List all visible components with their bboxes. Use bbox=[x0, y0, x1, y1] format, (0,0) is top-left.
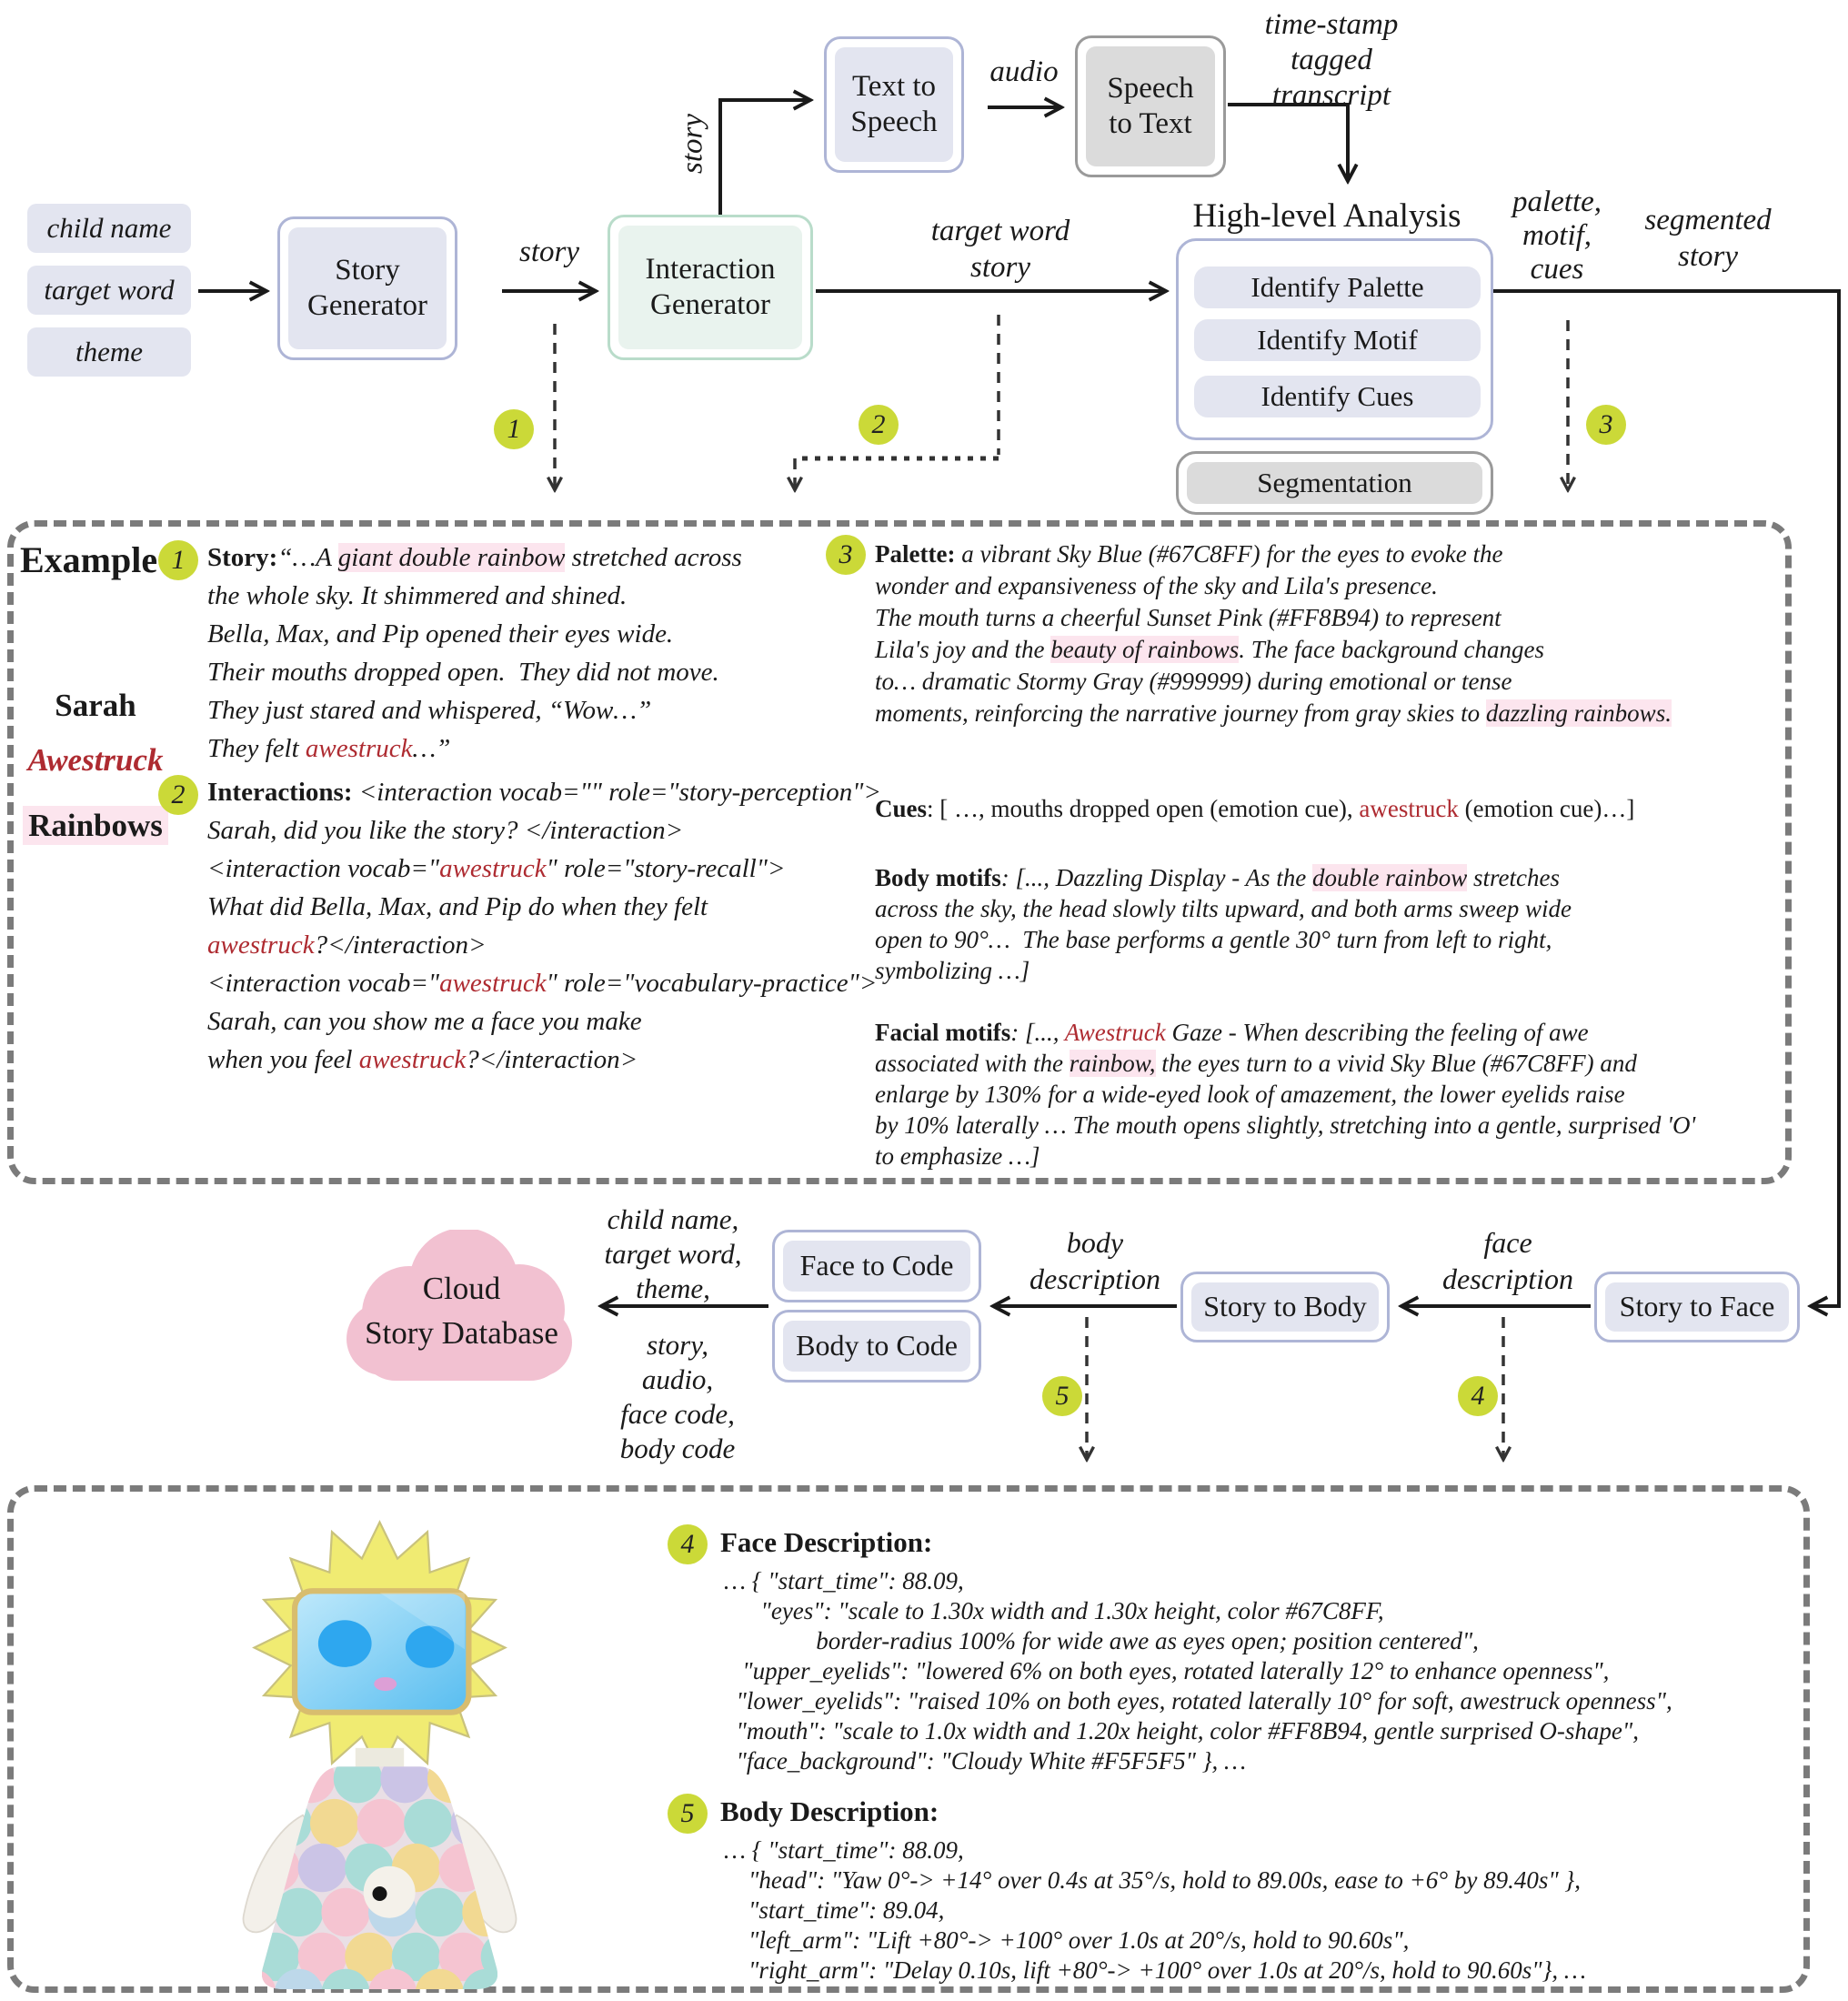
input-target-word-label: target word bbox=[44, 274, 175, 306]
face-description-text: … { "start_time": 88.09, "eyes": "scale … bbox=[724, 1567, 1672, 1775]
example-circle-5-num: 5 bbox=[680, 1798, 695, 1828]
high-level-analysis-title: High-level Analysis bbox=[1192, 197, 1461, 235]
example-title: Example bbox=[20, 539, 158, 580]
node-story-to-face: Story to Face bbox=[1594, 1272, 1800, 1342]
input-theme-label: theme bbox=[75, 336, 144, 367]
node-speech-to-text: Speech to Text bbox=[1075, 35, 1226, 177]
body-description-text: … { "start_time": 88.09, "head": "Yaw 0°… bbox=[724, 1836, 1586, 1984]
node-story-to-body: Story to Body bbox=[1180, 1272, 1390, 1342]
step-circle-3: 3 bbox=[1586, 405, 1626, 445]
robot-photo bbox=[242, 1520, 517, 1989]
body-motifs-text: Body motifs: [..., Dazzling Display - As… bbox=[875, 864, 1572, 984]
node-story-to-body-label: Story to Body bbox=[1191, 1282, 1379, 1332]
node-face-to-code: Face to Code bbox=[772, 1230, 981, 1302]
step-circle-3-num: 3 bbox=[1599, 409, 1613, 439]
step-circle-4: 4 bbox=[1458, 1376, 1498, 1416]
example-circle-4: 4 bbox=[668, 1524, 708, 1564]
example-circle-4-num: 4 bbox=[680, 1529, 695, 1559]
robot-camera-dot bbox=[372, 1885, 387, 1902]
edge-label-body-description: body description bbox=[1029, 1226, 1160, 1295]
example-circle-3-num: 3 bbox=[839, 539, 853, 569]
edge-label-palette-motif-cues: palette, motif, cues bbox=[1512, 186, 1602, 286]
story-text: Story:“…A giant double rainbow stretched… bbox=[207, 543, 742, 763]
palette-text: Palette: a vibrant Sky Blue (#67C8FF) fo… bbox=[875, 540, 1672, 727]
node-text-to-speech-label: Text to Speech bbox=[835, 47, 953, 162]
robot-pompoms bbox=[261, 1766, 498, 1989]
edge-label-cloud-outputs: story, audio, face code, body code bbox=[619, 1329, 736, 1464]
body-description-title: Body Description: bbox=[720, 1795, 939, 1827]
node-story-to-face-label: Story to Face bbox=[1605, 1282, 1789, 1332]
robot-mouth bbox=[374, 1676, 397, 1692]
edge-label-face-description: face description bbox=[1442, 1226, 1573, 1295]
arrow-story-to-tts bbox=[718, 100, 809, 215]
example-box-1 bbox=[7, 520, 1792, 1184]
example-circle-3: 3 bbox=[826, 535, 866, 575]
edge-label-target-word-story: target word story bbox=[930, 215, 1070, 284]
example-circle-2-num: 2 bbox=[171, 779, 186, 809]
cloud-icon bbox=[346, 1230, 572, 1381]
cues-text: Cues: [ …, mouths dropped open (emotion … bbox=[875, 795, 1635, 822]
node-interaction-generator-label: Interaction Generator bbox=[618, 226, 802, 349]
vocab-theme-label: Rainbows bbox=[23, 806, 168, 845]
vocab-child-name: Sarah bbox=[27, 688, 164, 724]
edge-label-cloud-inputs: child name, target word, theme, bbox=[604, 1203, 742, 1304]
step-circle-2: 2 bbox=[859, 405, 899, 445]
node-text-to-speech: Text to Speech bbox=[824, 36, 964, 173]
edge-label-segmented-story: segmented story bbox=[1644, 204, 1772, 273]
vocab-child-name-label: Sarah bbox=[55, 688, 136, 723]
robot-screen-glare bbox=[379, 1592, 465, 1650]
input-child-name-label: child name bbox=[46, 212, 172, 244]
node-segmentation-label: Segmentation bbox=[1187, 462, 1482, 504]
vocab-theme: Rainbows bbox=[15, 806, 176, 845]
vocab-target-word: Awestruck bbox=[9, 742, 182, 779]
face-description-title: Face Description: bbox=[720, 1526, 933, 1558]
input-theme: theme bbox=[27, 327, 191, 377]
facial-motifs-text: Facial motifs: [..., Awestruck Gaze - Wh… bbox=[875, 1019, 1696, 1170]
node-body-to-code-label: Body to Code bbox=[783, 1321, 970, 1372]
node-segmentation: Segmentation bbox=[1176, 451, 1493, 515]
step-circle-2-num: 2 bbox=[871, 409, 886, 439]
node-identify-cues: Identify Cues bbox=[1194, 376, 1481, 417]
high-level-analysis-box: Identify Palette Identify Motif Identify… bbox=[1176, 238, 1493, 440]
node-story-generator: Story Generator bbox=[277, 216, 457, 360]
robot-eye-right bbox=[405, 1625, 455, 1668]
node-speech-to-text-label: Speech to Text bbox=[1086, 46, 1215, 166]
input-target-word: target word bbox=[27, 266, 191, 315]
node-body-to-code: Body to Code bbox=[772, 1310, 981, 1383]
node-story-generator-label: Story Generator bbox=[288, 227, 447, 349]
edge-label-audio: audio bbox=[989, 55, 1059, 88]
input-child-name: child name bbox=[27, 204, 191, 253]
step-circle-1-num: 1 bbox=[507, 414, 521, 444]
node-cloud-story-database-label: Cloud Story Database bbox=[365, 1271, 558, 1351]
node-face-to-code-label: Face to Code bbox=[783, 1241, 970, 1292]
node-identify-motif: Identify Motif bbox=[1194, 319, 1481, 361]
robot-eye-left bbox=[317, 1620, 372, 1667]
step-circle-4-num: 4 bbox=[1471, 1381, 1485, 1411]
example-circle-1: 1 bbox=[158, 540, 198, 580]
step-circle-5-num: 5 bbox=[1055, 1381, 1070, 1411]
node-identify-palette: Identify Palette bbox=[1194, 266, 1481, 308]
edge-label-transcript: time-stamp tagged transcript bbox=[1264, 8, 1399, 112]
step-circle-1: 1 bbox=[494, 409, 534, 449]
edge-label-story-vertical: story bbox=[676, 114, 709, 174]
example-circle-2: 2 bbox=[158, 775, 198, 815]
arrow-transcript bbox=[1228, 103, 1348, 180]
edge-label-story: story bbox=[519, 236, 579, 268]
interactions-text: Interactions: <interaction vocab="" role… bbox=[207, 778, 881, 1074]
node-interaction-generator: Interaction Generator bbox=[608, 215, 813, 360]
vocab-target-word-label: Awestruck bbox=[27, 742, 164, 778]
example-circle-5: 5 bbox=[668, 1794, 708, 1834]
example-circle-1-num: 1 bbox=[171, 545, 186, 575]
step-circle-5: 5 bbox=[1042, 1376, 1082, 1416]
